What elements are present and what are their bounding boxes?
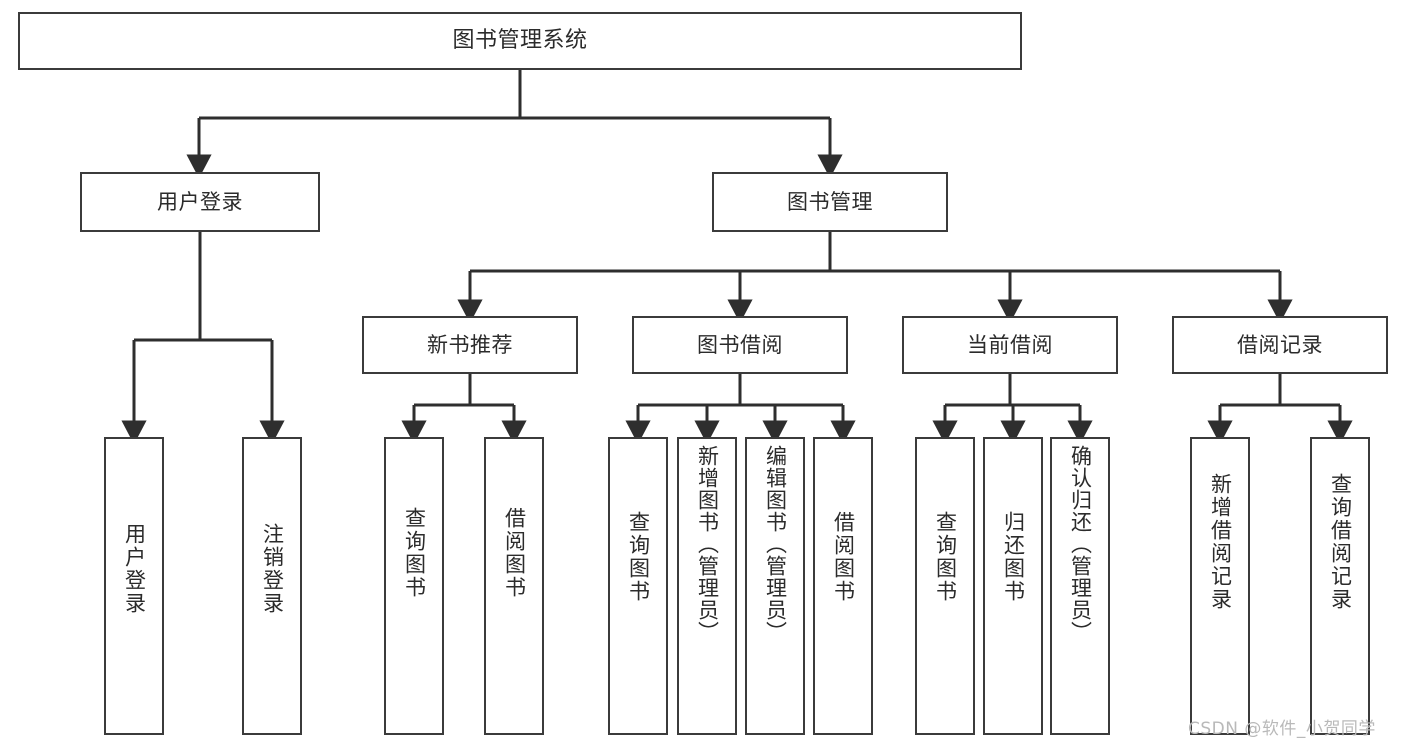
node-current-borrow[interactable]: 当前借阅: [902, 316, 1118, 374]
leaf-query-book-2-label: 查询图书: [626, 511, 651, 603]
leaf-borrow-book-1-label: 借阅图书: [502, 507, 527, 599]
leaf-add-record-label: 新增借阅记录: [1208, 473, 1233, 611]
leaf-return-book-label: 归还图书: [1001, 511, 1026, 603]
leaf-return-book[interactable]: 归还图书: [983, 437, 1043, 735]
node-new-book-recommend-label: 新书推荐: [427, 332, 513, 357]
leaf-logout[interactable]: 注销登录: [242, 437, 302, 735]
node-user-login[interactable]: 用户登录: [80, 172, 320, 232]
node-user-login-label: 用户登录: [157, 189, 243, 214]
leaf-borrow-book-2-label: 借阅图书: [831, 511, 856, 603]
leaf-borrow-book-2[interactable]: 借阅图书: [813, 437, 873, 735]
node-root-label: 图书管理系统: [452, 28, 588, 54]
node-borrow-record-label: 借阅记录: [1237, 332, 1323, 357]
leaf-confirm-return[interactable]: 确认归还（管理员）: [1050, 437, 1110, 735]
leaf-borrow-book-1[interactable]: 借阅图书: [484, 437, 544, 735]
node-current-borrow-label: 当前借阅: [967, 332, 1053, 357]
node-book-manage[interactable]: 图书管理: [712, 172, 948, 232]
leaf-user-login-label: 用户登录: [122, 523, 147, 615]
leaf-query-book-1[interactable]: 查询图书: [384, 437, 444, 735]
node-new-book-recommend[interactable]: 新书推荐: [362, 316, 578, 374]
node-book-manage-label: 图书管理: [787, 189, 873, 214]
leaf-add-record[interactable]: 新增借阅记录: [1190, 437, 1250, 735]
leaf-query-record-label: 查询借阅记录: [1328, 473, 1353, 611]
leaf-user-login[interactable]: 用户登录: [104, 437, 164, 735]
node-root[interactable]: 图书管理系统: [18, 12, 1022, 70]
leaf-query-book-3-label: 查询图书: [933, 511, 958, 603]
leaf-query-book-2[interactable]: 查询图书: [608, 437, 668, 735]
leaf-edit-book[interactable]: 编辑图书（管理员）: [745, 437, 805, 735]
node-book-borrow[interactable]: 图书借阅: [632, 316, 848, 374]
csdn-watermark: CSDN @软件_小贺同学: [1188, 719, 1376, 739]
leaf-add-book-label: 新增图书（管理员）: [695, 445, 720, 643]
node-book-borrow-label: 图书借阅: [697, 332, 783, 357]
leaf-logout-label: 注销登录: [260, 523, 285, 615]
leaf-query-record[interactable]: 查询借阅记录: [1310, 437, 1370, 735]
leaf-query-book-3[interactable]: 查询图书: [915, 437, 975, 735]
leaf-add-book[interactable]: 新增图书（管理员）: [677, 437, 737, 735]
leaf-query-book-1-label: 查询图书: [402, 507, 427, 599]
node-borrow-record[interactable]: 借阅记录: [1172, 316, 1388, 374]
leaf-edit-book-label: 编辑图书（管理员）: [763, 445, 788, 643]
leaf-confirm-return-label: 确认归还（管理员）: [1068, 445, 1093, 643]
